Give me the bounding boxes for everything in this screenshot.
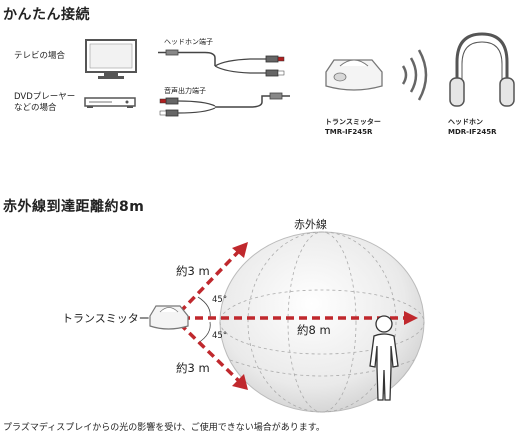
angle-arcs <box>197 296 211 344</box>
transmitter-name: トランスミッター <box>325 118 381 126</box>
angle-lower-label: 45° <box>212 331 228 341</box>
transmitter-model: TMR-IF245R <box>325 128 373 136</box>
distance-lower-label: 約3 m <box>176 361 210 375</box>
dvd-player-icon <box>84 97 136 108</box>
headphone-jack-label: ヘッドホン端子 <box>164 38 213 46</box>
infrared-label: 赤外線 <box>294 218 327 231</box>
footer-note: プラズマディスプレイからの光の影響を受け、ご使用できない場合があります。 <box>3 423 325 433</box>
headphone-name: ヘッドホン <box>448 118 483 126</box>
headphone-model: MDR-IF245R <box>448 128 497 136</box>
signal-waves-icon <box>401 49 428 101</box>
headphone-icon <box>449 32 515 107</box>
section-title-range: 赤外線到達距離約8m <box>3 199 145 215</box>
audio-out-label: 音声出力端子 <box>164 87 206 95</box>
dvd-case-label-line2: などの場合 <box>14 103 57 113</box>
transmitter-range-label: トランスミッター <box>62 312 150 325</box>
person-icon <box>369 315 399 401</box>
distance-center-label: 約8 m <box>297 323 331 337</box>
distance-upper-label: 約3 m <box>176 264 210 278</box>
cable-audio-out <box>159 92 290 117</box>
range-arrows <box>178 248 406 384</box>
transmitter-icon <box>325 59 383 91</box>
transmitter-small-icon <box>149 305 189 330</box>
arrow-heads <box>232 242 418 390</box>
tv-case-label: テレビの場合 <box>14 51 66 61</box>
section-title-connect: かんたん接続 <box>3 7 90 23</box>
angle-upper-label: 45° <box>212 295 228 305</box>
cable-headphone <box>158 49 285 77</box>
tv-icon <box>85 39 137 79</box>
dvd-case-label-line1: DVDプレーヤー <box>14 92 76 102</box>
